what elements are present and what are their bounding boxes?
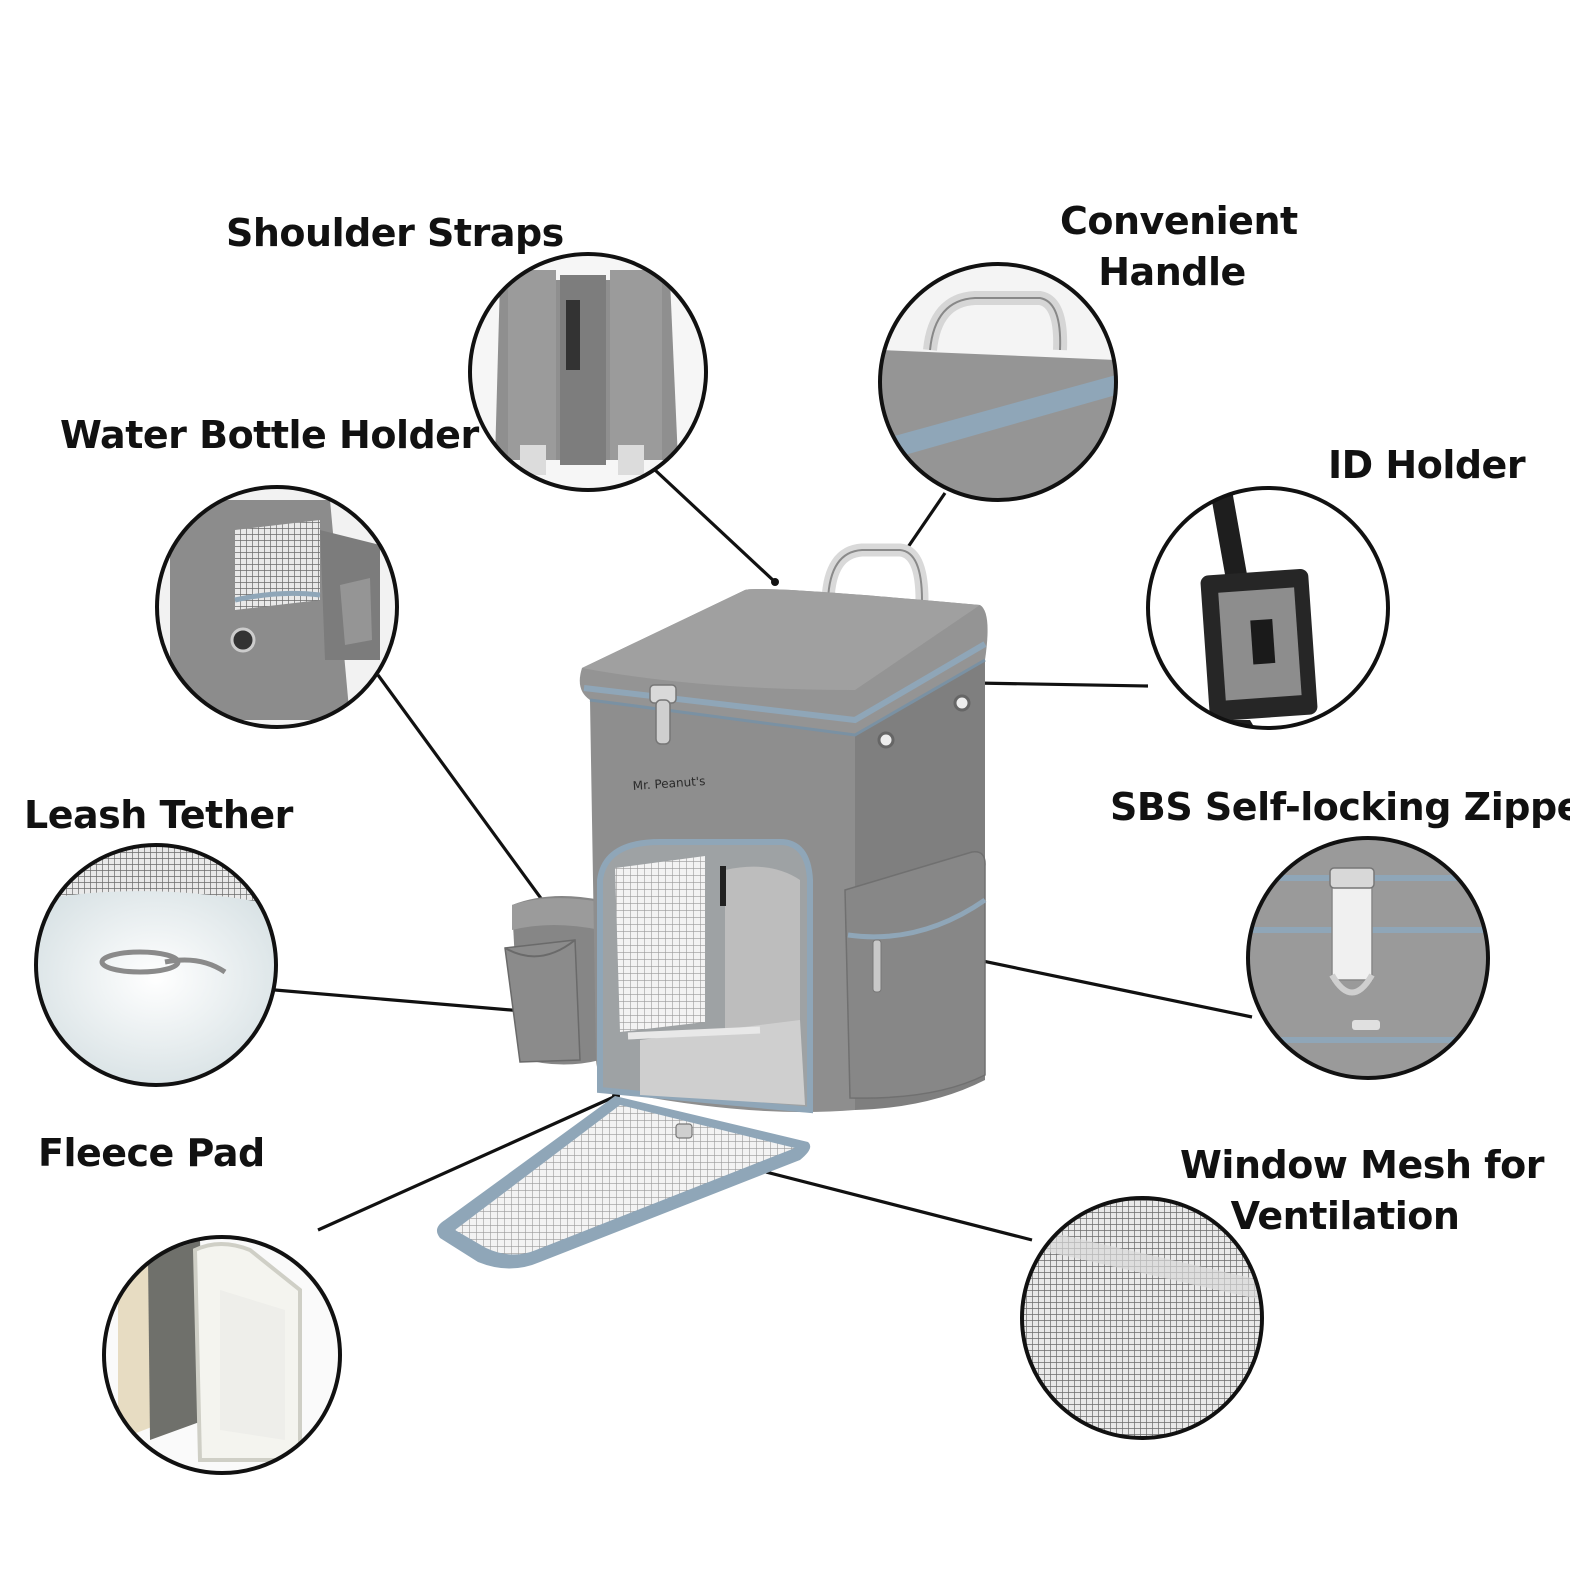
- line-handle: [904, 492, 947, 551]
- detail-circle-id-holder: [1146, 486, 1390, 730]
- label-fleece-pad: Fleece Pad: [38, 1131, 265, 1175]
- label-sbs-self-locking-zipper: SBS Self-locking Zipper: [1110, 785, 1570, 829]
- detail-circle-water-bottle: [155, 485, 399, 729]
- backpack-carrier: Mr. Peanut's: [436, 543, 988, 1269]
- connector-lines: [274, 468, 1253, 1242]
- label-window-mesh-line1: Window Mesh for: [1180, 1143, 1545, 1187]
- label-shoulder-straps: Shoulder Straps: [226, 211, 564, 255]
- line-shoulder-straps: [653, 468, 777, 584]
- label-convenient-handle-line2: Handle: [1098, 250, 1246, 295]
- line-fleece: [317, 1094, 617, 1232]
- line-water-bottle: [376, 674, 550, 909]
- label-convenient-handle-line1: Convenient: [1060, 199, 1298, 243]
- detail-circle-fleece-pad: [102, 1235, 342, 1475]
- label-leash-tether: Leash Tether: [24, 793, 293, 837]
- detail-circle-shoulder-straps: [468, 252, 708, 492]
- label-water-bottle-holder: Water Bottle Holder: [60, 413, 479, 457]
- detail-circle-window-mesh: [1020, 1196, 1264, 1440]
- label-window-mesh: Window Mesh for Ventilation: [1180, 1140, 1545, 1243]
- label-id-holder: ID Holder: [1328, 443, 1526, 487]
- label-convenient-handle: Convenient Handle: [1060, 196, 1298, 299]
- detail-circle-sbs-zipper: [1246, 836, 1490, 1080]
- detail-circle-leash-tether: [34, 843, 278, 1087]
- brand-label: Mr. Peanut's: [632, 774, 706, 793]
- detail-circle-handle: [878, 262, 1118, 502]
- label-window-mesh-line2: Ventilation: [1230, 1194, 1460, 1239]
